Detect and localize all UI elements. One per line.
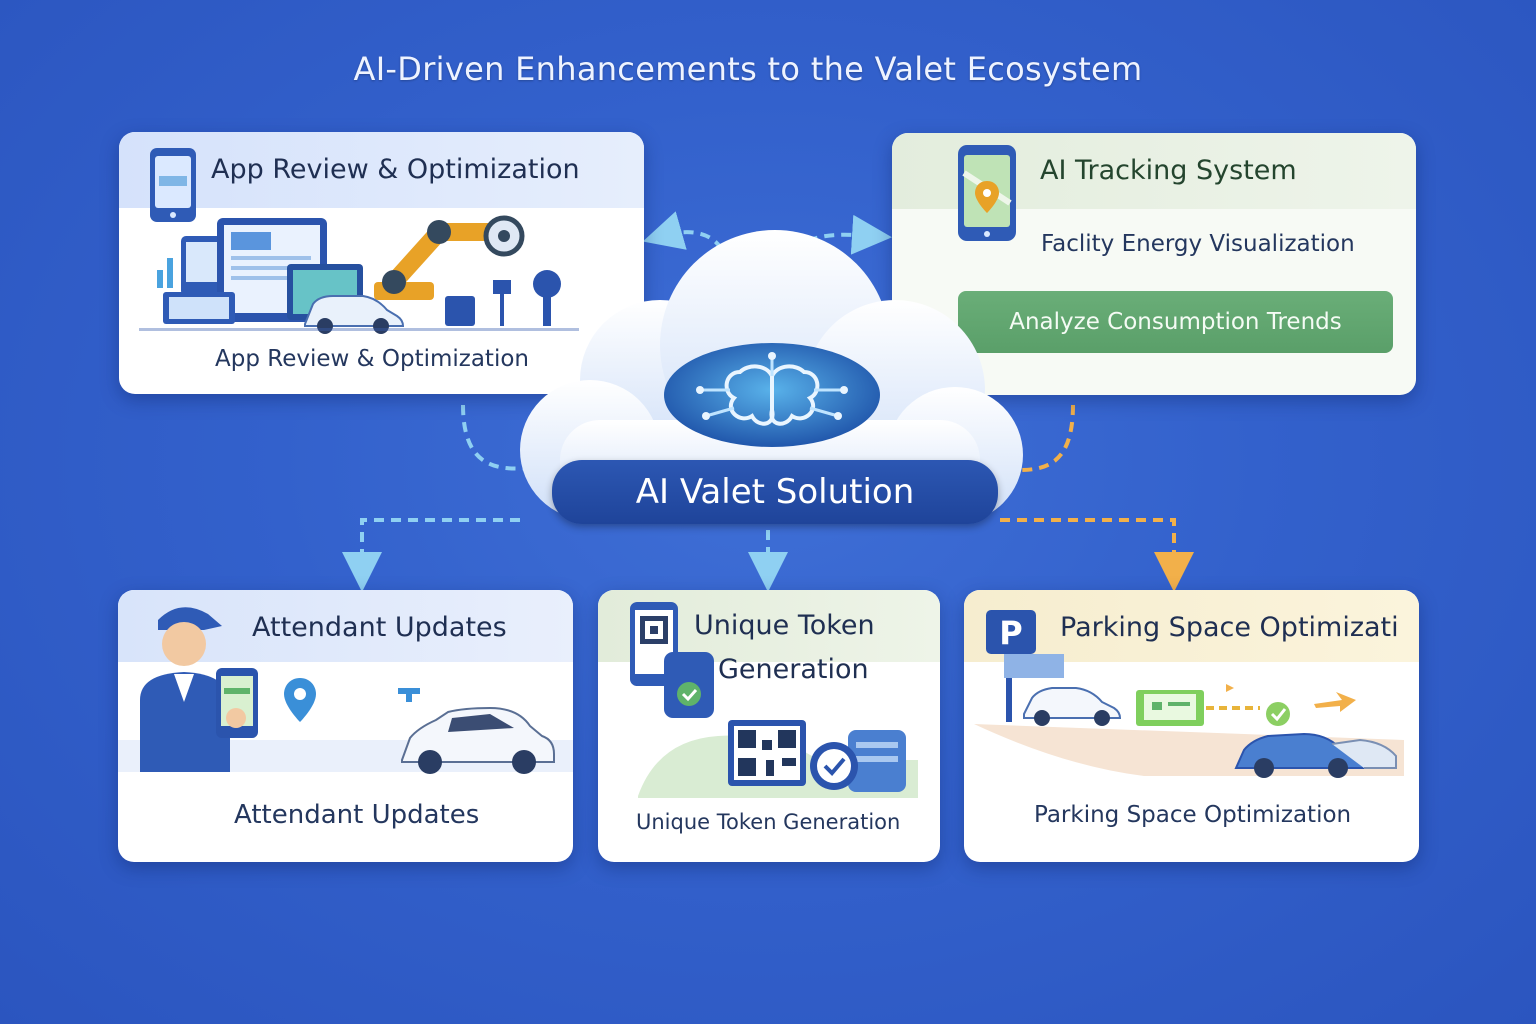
card-heading-line1: Unique Token [694,610,875,641]
car-icon [401,706,555,774]
car-icon [1023,687,1122,726]
car-icon [304,295,405,334]
car-icon [1234,732,1397,778]
card-app-review[interactable]: App Review & Optimization App Review & O… [119,132,644,394]
brain-circuit-icon [664,343,880,447]
connector-hub-to-parking [1000,518,1194,592]
card-header [119,132,644,208]
hub-label: AI Valet Solution [552,460,998,524]
card-caption: Attendant Updates [234,800,480,830]
connector-tracking-to-hub [1019,404,1075,472]
ticket-icon [1136,690,1204,726]
card-heading: App Review & Optimization [211,154,580,185]
connector-app-to-hub [461,404,531,471]
card-heading: Parking Space Optimizati [1060,612,1399,643]
connector-hub-to-tracking [783,214,892,266]
card-header [964,590,1419,662]
card-heading: AI Tracking System [1040,155,1297,186]
card-parking[interactable]: P Parking Space Optimizati P [964,590,1419,862]
card-heading-line2: Generation [718,654,869,685]
connector-hub-to-attendant [342,518,520,592]
card-heading: Attendant Updates [252,612,507,643]
card-caption: Parking Space Optimization [1034,802,1352,828]
card-token[interactable]: Unique Token Generation Unique Token Gen… [598,590,940,862]
location-pin-icon [284,678,316,722]
qr-phone-icon [630,602,714,718]
page-title: AI-Driven Enhancements to the Valet Ecos… [353,50,1143,88]
card-tracking[interactable]: AI Tracking System Faclity Energy Visual… [892,133,1416,395]
parking-sign-icon: P [986,610,1064,722]
qr-code-icon [728,720,806,786]
smartphone-icon [150,148,196,222]
check-badge-icon [810,742,858,790]
analyze-consumption-button[interactable]: Analyze Consumption Trends [958,291,1393,353]
card-caption: Faclity Energy Visualization [1041,231,1355,257]
arrow-icon [1226,684,1356,712]
attendant-person-icon [140,607,258,772]
card-attendant[interactable]: Attendant Updates Attendant Updates [118,590,573,862]
card-caption: Unique Token Generation [636,810,901,834]
dashboard-screens-icon [157,218,363,324]
map-phone-icon [958,145,1016,241]
robotic-arm-icon [374,215,525,300]
card-caption: App Review & Optimization [215,346,529,372]
svg-text:P: P [999,614,1022,652]
